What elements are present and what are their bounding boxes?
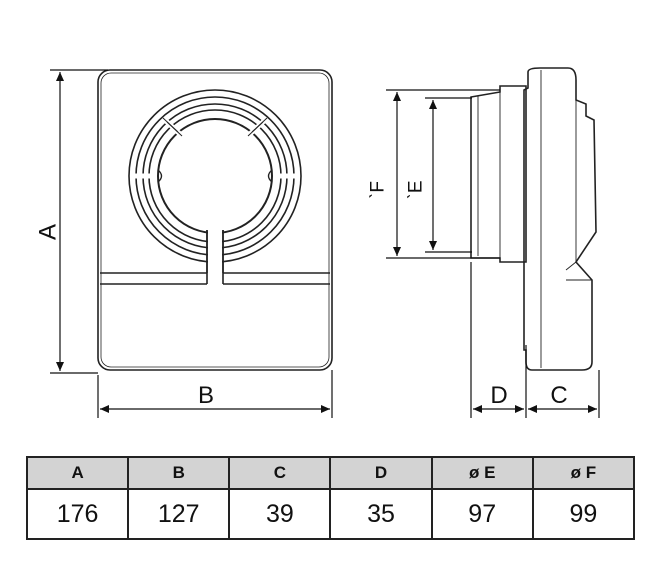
front-ring-3 [142, 103, 288, 249]
dimension-e-label: ˋE [406, 181, 427, 200]
table-header-c: C [228, 456, 332, 490]
table-header-a: A [25, 456, 130, 490]
front-view [97, 69, 333, 371]
dimension-b [97, 370, 333, 418]
front-ring-4 [148, 109, 282, 243]
dimension-a [50, 69, 108, 374]
table-header-row: A B C D ø E ø F [25, 456, 636, 490]
table-row: 176 127 39 35 97 99 [25, 488, 636, 540]
front-tab-left [157, 169, 163, 183]
front-opening [157, 118, 273, 234]
dimension-b-label: B [198, 382, 214, 409]
front-tab-right [267, 169, 273, 183]
dimension-f-label: ˋF [368, 181, 389, 199]
side-spigot [470, 85, 527, 263]
front-panel-outline [97, 69, 333, 371]
dimensions-table: A B C D ø E ø F 176 127 39 35 97 99 [25, 456, 636, 540]
table-cell-e: 97 [430, 488, 534, 540]
dimension-e [425, 97, 472, 253]
dimension-c-label: C [550, 382, 567, 409]
table-cell-a: 176 [25, 488, 130, 540]
dimension-f [386, 89, 500, 259]
table-cell-c: 39 [228, 488, 332, 540]
table-cell-b: 127 [127, 488, 231, 540]
table-header-d: D [329, 456, 433, 490]
side-cover [523, 67, 597, 371]
side-view [470, 67, 597, 371]
front-panel-inner-edge [100, 72, 330, 368]
technical-drawing: A B ˋF ˋE D C [35, 67, 600, 418]
dimension-d-label: D [490, 382, 507, 409]
table-cell-d: 35 [329, 488, 433, 540]
dimension-c [528, 370, 600, 418]
table-header-b: B [127, 456, 231, 490]
dimension-d [470, 262, 527, 418]
table-header-e: ø E [430, 456, 534, 490]
dimension-a-label: A [35, 224, 62, 240]
table-cell-f: 99 [531, 488, 636, 540]
table-header-f: ø F [531, 456, 636, 490]
